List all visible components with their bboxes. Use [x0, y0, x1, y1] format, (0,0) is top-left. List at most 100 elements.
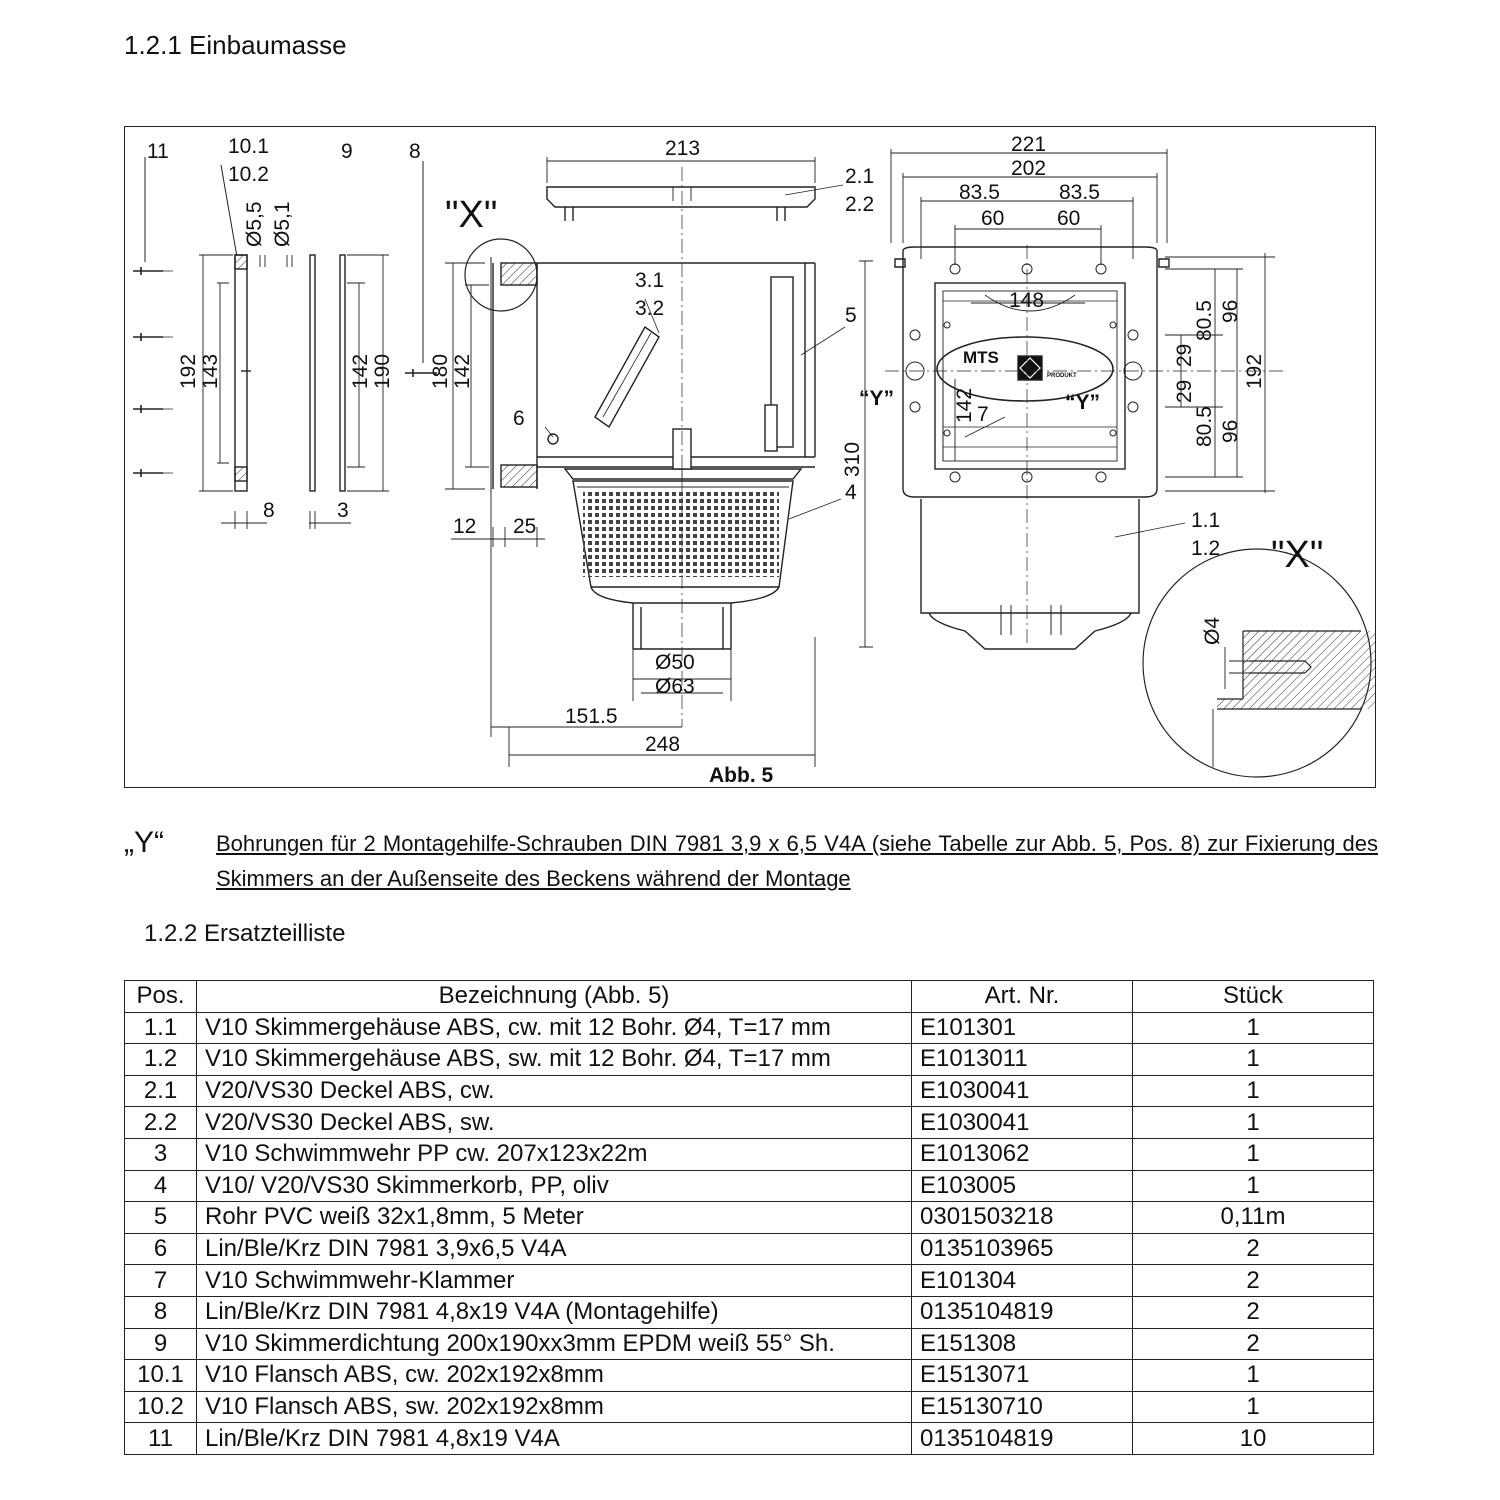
cell-stk: 1 — [1132, 1074, 1374, 1108]
dim-192-front: 192 — [1243, 354, 1266, 389]
dim-148: 148 — [1009, 289, 1044, 312]
dim-29-bottom: 29 — [1173, 380, 1196, 403]
col-bezeichnung: Bezeichnung (Abb. 5) — [196, 980, 912, 1013]
label-pos-1-1: 1.1 — [1191, 509, 1220, 532]
cell-pos: 1.1 — [124, 1011, 197, 1045]
cell-bez: Rohr PVC weiß 32x1,8mm, 5 Meter — [196, 1201, 912, 1234]
cell-art: E151308 — [911, 1327, 1133, 1361]
cell-art: 0135104819 — [911, 1295, 1133, 1329]
cell-pos: 2.2 — [124, 1106, 197, 1139]
dim-248: 248 — [645, 733, 680, 756]
label-pos-10-2: 10.2 — [228, 163, 269, 186]
cell-stk: 2 — [1132, 1232, 1374, 1266]
dim-12: 12 — [453, 515, 476, 538]
cell-bez: V10 Skimmerdichtung 200x190xx3mm EPDM we… — [196, 1327, 912, 1361]
parts-table-header: Pos. Bezeichnung (Abb. 5) Art. Nr. Stück — [124, 980, 1374, 1013]
cell-art: 0135104819 — [911, 1422, 1133, 1455]
dim-192: 192 — [177, 354, 200, 389]
dim-29-top: 29 — [1173, 344, 1196, 367]
cell-pos: 3 — [124, 1137, 197, 1171]
cell-bez: V20/VS30 Deckel ABS, sw. — [196, 1106, 912, 1139]
dim-213: 213 — [665, 137, 700, 160]
cell-stk: 1 — [1132, 1106, 1374, 1139]
cell-bez: V10 Schwimmwehr-Klammer — [196, 1264, 912, 1297]
dim-142: 142 — [349, 354, 372, 389]
label-pos-2-2: 2.2 — [845, 193, 874, 216]
cell-pos: 5 — [124, 1201, 197, 1234]
cell-bez: V10 Skimmergehäuse ABS, cw. mit 12 Bohr.… — [196, 1011, 912, 1045]
cell-art: E1013062 — [911, 1137, 1133, 1171]
dim-83-5-right: 83.5 — [1059, 181, 1100, 204]
cell-stk: 1 — [1132, 1011, 1374, 1045]
cell-stk: 2 — [1132, 1264, 1374, 1297]
cell-bez: V10 Flansch ABS, cw. 202x192x8mm — [196, 1359, 912, 1392]
parts-table: Pos. Bezeichnung (Abb. 5) Art. Nr. Stück… — [124, 980, 1374, 1455]
cell-stk: 0,11m — [1132, 1201, 1374, 1234]
drawing-svg: 11 10.1 10.2 9 8 "X" 2.1 2.2 3.1 3.2 5 6… — [133, 133, 1375, 787]
cell-bez: V10 Skimmergehäuse ABS, sw. mit 12 Bohr.… — [196, 1043, 912, 1076]
cell-art: E1513071 — [911, 1359, 1133, 1392]
parts-section-title: 1.2.2 Ersatzteilliste — [144, 920, 346, 947]
cell-art: 0301503218 — [911, 1201, 1133, 1234]
label-pos-3-2: 3.2 — [635, 297, 664, 320]
dim-d4: Ø4 — [1201, 617, 1224, 645]
cell-bez: Lin/Ble/Krz DIN 7981 4,8x19 V4A — [196, 1422, 912, 1455]
label-pos-11: 11 — [147, 140, 169, 163]
cell-stk: 2 — [1132, 1327, 1374, 1361]
cell-bez: V10/ V20/VS30 Skimmerkorb, PP, oliv — [196, 1169, 912, 1203]
dim-180: 180 — [429, 354, 452, 389]
cell-bez: V10 Flansch ABS, sw. 202x192x8mm — [196, 1390, 912, 1424]
cell-stk: 1 — [1132, 1169, 1374, 1203]
skimmer-front — [885, 149, 1285, 650]
label-x-marker: "X" — [445, 194, 497, 236]
dim-d5-1: Ø5,1 — [271, 201, 294, 247]
cell-pos: 11 — [124, 1422, 197, 1455]
dim-d63: Ø63 — [655, 675, 695, 698]
cell-pos: 8 — [124, 1295, 197, 1329]
label-pos-1-2: 1.2 — [1191, 537, 1220, 560]
label-pos-9: 9 — [341, 140, 353, 163]
label-y-right: “Y” — [1065, 391, 1100, 414]
cell-art: E1030041 — [911, 1074, 1133, 1108]
col-pos: Pos. — [124, 980, 197, 1013]
label-pos-6: 6 — [513, 407, 525, 430]
label-pos-4: 4 — [845, 481, 857, 504]
dim-d50: Ø50 — [655, 651, 695, 674]
cell-stk: 1 — [1132, 1359, 1374, 1392]
cell-pos: 7 — [124, 1264, 197, 1297]
flange-10 — [199, 164, 293, 529]
dim-3: 3 — [337, 499, 349, 522]
cell-art: E1013011 — [911, 1043, 1133, 1076]
dim-151-5: 151.5 — [565, 705, 618, 728]
label-x-detail: "X" — [1271, 534, 1323, 576]
label-pos-3-1: 3.1 — [635, 269, 664, 292]
cell-art: E1030041 — [911, 1106, 1133, 1139]
cell-stk: 10 — [1132, 1422, 1374, 1455]
cell-art: E101304 — [911, 1264, 1133, 1297]
cell-pos: 9 — [124, 1327, 197, 1361]
dim-60-right: 60 — [1057, 207, 1080, 230]
dim-80-5-top: 80.5 — [1193, 300, 1216, 341]
cell-pos: 10.1 — [124, 1359, 197, 1392]
dim-142-side: 142 — [451, 354, 474, 389]
dim-202: 202 — [1011, 157, 1046, 180]
gasket-9 — [309, 161, 437, 529]
dim-25: 25 — [513, 515, 536, 538]
logo-mts: MTS — [963, 348, 999, 367]
label-pos-7: 7 — [977, 403, 989, 426]
cell-pos: 10.2 — [124, 1390, 197, 1424]
dim-190: 190 — [371, 354, 394, 389]
dim-d5-5: Ø5,5 — [243, 201, 266, 247]
label-pos-10-1: 10.1 — [228, 135, 269, 158]
dim-83-5-left: 83.5 — [959, 181, 1000, 204]
